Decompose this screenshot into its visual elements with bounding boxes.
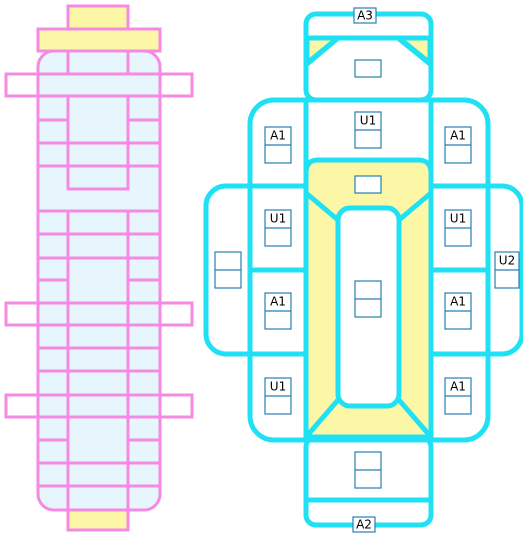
bottom-yellow-tab: [66, 508, 130, 532]
right-arm-2: [158, 301, 194, 327]
small-windows: [214, 59, 382, 489]
label-box-u2: U2: [494, 251, 520, 289]
right-cyan-net: A3 A2 U2 U1 A1: [203, 7, 523, 533]
label-u1-bottom-left: U1: [270, 380, 286, 394]
label-u1-mid-right: U1: [450, 212, 466, 226]
label-a1-mid-right: A1: [450, 295, 466, 309]
label-box-a1-top-right: A1: [444, 126, 472, 164]
label-u1-mid-left: U1: [270, 212, 286, 226]
window-center-top: [354, 175, 382, 194]
labeled-boxes: A3 A2 U2 U1 A1: [264, 7, 520, 533]
label-u1-top-center: U1: [360, 114, 376, 128]
top-wide-flap: [36, 27, 162, 53]
label-box-u1-mid-left: U1: [264, 209, 292, 247]
left-arm-2: [4, 301, 40, 327]
label-box-a1-bottom-right: A1: [444, 377, 472, 415]
window-top-flap: [354, 59, 382, 78]
label-a2: A2: [356, 518, 372, 532]
label-box-u1-mid-right: U1: [444, 209, 472, 247]
label-box-a1-mid-left: A1: [264, 292, 292, 330]
label-a1-bottom-right: A1: [450, 380, 466, 394]
label-u2: U2: [499, 254, 515, 268]
label-box-a1-top-left: A1: [264, 126, 292, 164]
pink-crease-lines: [38, 72, 160, 488]
label-box-a3: A3: [353, 7, 377, 24]
label-box-a1-mid-right: A1: [444, 292, 472, 330]
left-pink-net: [4, 4, 194, 532]
label-a1-mid-left: A1: [270, 295, 286, 309]
right-arm-3: [158, 393, 194, 419]
cyan-crease-lines: [247, 35, 491, 503]
label-box-a2: A2: [352, 516, 376, 533]
left-arm-1: [4, 72, 40, 98]
top-yellow-tab: [66, 4, 130, 31]
left-arm-3: [4, 393, 40, 419]
label-a3: A3: [357, 9, 373, 23]
label-box-u1-top-center: U1: [354, 111, 382, 149]
label-a1-top-left: A1: [270, 129, 286, 143]
top-a3-flap: [303, 11, 434, 103]
right-arm-1: [158, 72, 194, 98]
label-a1-top-right: A1: [450, 129, 466, 143]
label-box-u1-bottom-left: U1: [264, 377, 292, 415]
